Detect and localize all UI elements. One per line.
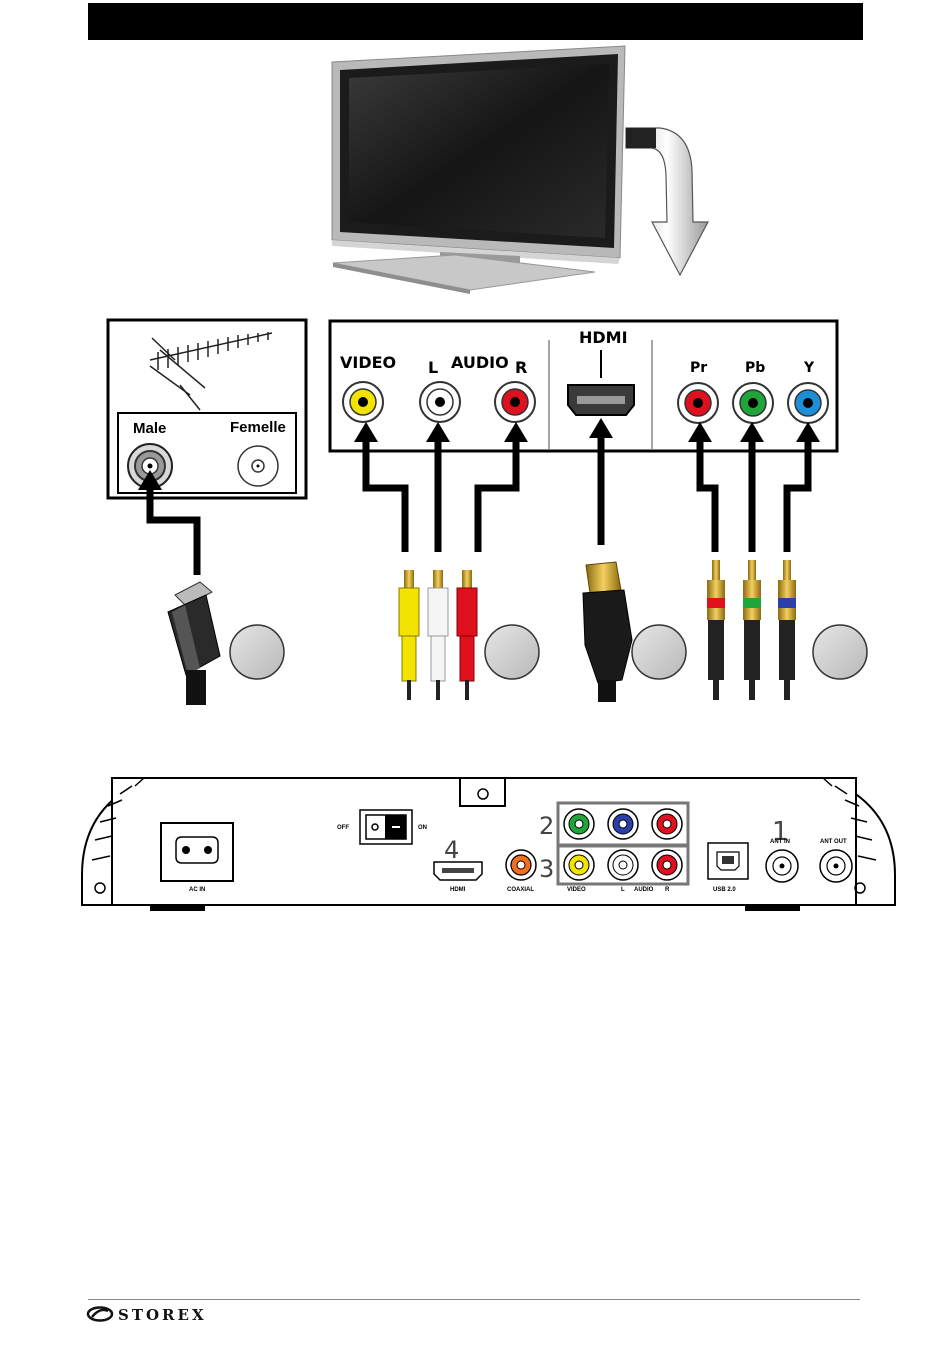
rear-video-label: VIDEO bbox=[567, 887, 586, 893]
coaxial-label: COAXIAL bbox=[507, 887, 534, 893]
ac-in-port-icon bbox=[161, 823, 233, 881]
footer-divider bbox=[88, 1299, 860, 1300]
ac-in-label: AC IN bbox=[189, 887, 205, 893]
component-cable-icon bbox=[707, 560, 796, 700]
number-3-label: 3 bbox=[539, 855, 554, 883]
rear-red-component-jack-icon bbox=[652, 809, 682, 839]
female-label: Femelle bbox=[230, 419, 286, 436]
video-label: VIDEO bbox=[340, 353, 396, 372]
ant-in-port-icon bbox=[766, 850, 798, 882]
hdmi-label: HDMI bbox=[579, 328, 628, 347]
rear-audio-left-jack-icon bbox=[608, 850, 638, 880]
rear-audio-right-jack-icon bbox=[652, 850, 682, 880]
usb-label: USB 2.0 bbox=[713, 887, 736, 893]
pb-jack-icon bbox=[733, 383, 773, 423]
rear-hdmi-label: HDMI bbox=[450, 887, 466, 893]
audio-right-label: R bbox=[515, 358, 527, 377]
audio-left-label: L bbox=[428, 358, 438, 377]
rear-audio-label: AUDIO bbox=[634, 887, 654, 893]
y-label: Y bbox=[803, 360, 815, 376]
number-2-label: 2 bbox=[539, 812, 554, 840]
off-label: OFF bbox=[337, 825, 349, 831]
ant-out-label: ANT OUT bbox=[820, 839, 847, 845]
audio-right-jack-icon bbox=[495, 382, 535, 422]
audio-label: AUDIO bbox=[451, 353, 509, 372]
hdmi-cable-icon bbox=[583, 562, 632, 702]
rear-left-label: L bbox=[621, 887, 625, 893]
rear-right-label: R bbox=[665, 887, 670, 893]
arrow-down-icon bbox=[626, 128, 708, 275]
male-label: Male bbox=[133, 420, 166, 437]
step-circle-4 bbox=[813, 625, 867, 679]
tv-input-panel: VIDEO L AUDIO R HDMI Pr Pb Y bbox=[330, 321, 837, 451]
rear-hdmi-port-icon bbox=[434, 862, 482, 880]
audio-left-jack-icon bbox=[420, 382, 460, 422]
antenna-connector-box: Male Femelle bbox=[108, 320, 306, 498]
brand-name: STOREX bbox=[118, 1306, 207, 1324]
step-circle-2 bbox=[485, 625, 539, 679]
coax-cable-icon bbox=[168, 582, 220, 705]
number-4-label: 4 bbox=[444, 836, 459, 864]
y-jack-icon bbox=[788, 383, 828, 423]
step-circle-3 bbox=[632, 625, 686, 679]
tv-illustration bbox=[332, 46, 625, 294]
ant-in-label: ANT IN bbox=[770, 839, 790, 845]
hdmi-port-icon bbox=[568, 385, 634, 415]
on-label: ON bbox=[418, 825, 427, 831]
step-circles bbox=[230, 625, 867, 679]
female-connector-icon bbox=[238, 446, 278, 486]
device-rear-panel: AC IN OFF ON 4 HDMI COAXIAL 2 bbox=[82, 778, 895, 911]
rear-blue-jack-icon bbox=[608, 809, 638, 839]
rear-green-jack-icon bbox=[564, 809, 594, 839]
step-circle-1 bbox=[230, 625, 284, 679]
rear-video-jack-icon bbox=[564, 850, 594, 880]
video-jack-icon bbox=[343, 382, 383, 422]
ant-out-port-icon bbox=[820, 850, 852, 882]
usb-port-icon bbox=[708, 843, 748, 879]
pr-jack-icon bbox=[678, 383, 718, 423]
pr-label: Pr bbox=[690, 360, 707, 376]
rca-av-cable-icon bbox=[399, 570, 477, 700]
pb-label: Pb bbox=[745, 360, 765, 376]
storex-logo-icon bbox=[86, 1305, 114, 1323]
coaxial-port-icon bbox=[506, 850, 536, 880]
